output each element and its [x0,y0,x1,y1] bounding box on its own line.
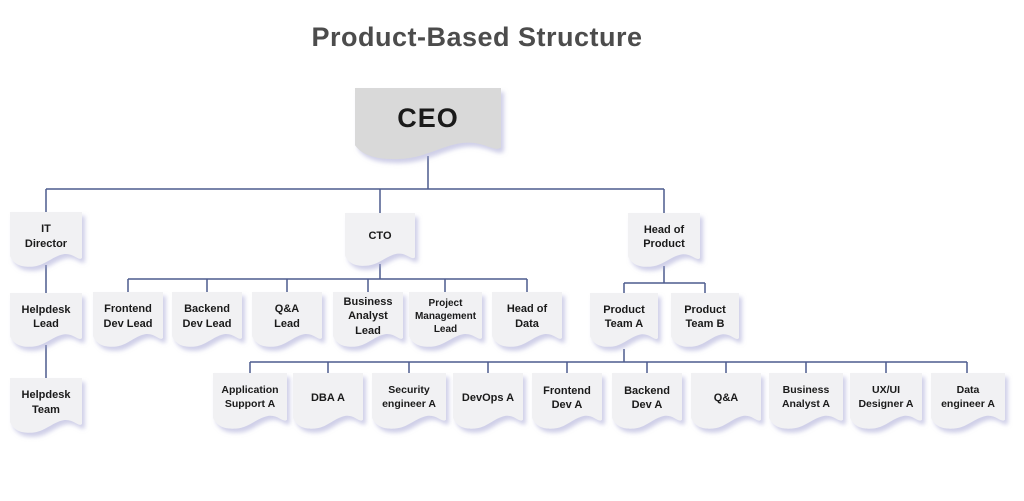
org-node-label: Business Analyst Lead [343,296,393,337]
wavy-box-shape [492,292,562,347]
org-node-product-team-a: Product Team A [590,293,658,349]
page-title: Product-Based Structure [311,22,643,52]
wavy-box-shape [532,373,602,429]
org-node-backend-dev-lead: Backend Dev Lead [172,292,242,349]
org-node-label: Application Support A [221,384,279,410]
wavy-box-shape [355,88,501,160]
org-node-label: Data engineer A [941,384,995,410]
org-node-label: UX/UI Designer A [858,384,914,410]
wavy-box-shape [372,373,446,429]
org-node-security-engineer-a: Security engineer A [372,373,446,431]
wavy-box-shape [345,213,415,266]
wavy-box-shape [10,378,82,433]
org-node-label: Helpdesk Lead [21,303,71,330]
org-node-label: Helpdesk Team [21,389,71,416]
wavy-box-shape [850,373,922,429]
wavy-box-shape [93,292,163,347]
wavy-box-shape [590,293,658,347]
org-node-project-management-lead: Project Management Lead [409,292,482,349]
wavy-box-shape [409,292,482,347]
org-node-data-engineer-a: Data engineer A [931,373,1005,431]
wavy-box-shape [213,373,287,429]
org-node-devops-a: DevOps A [453,373,523,431]
wavy-box-shape [612,373,682,429]
org-node-business-analyst-a: Business Analyst A [769,373,843,431]
org-node-uxui-designer-a: UX/UI Designer A [850,373,922,431]
org-node-dba-a: DBA A [293,373,363,431]
wavy-box-shape [10,212,82,267]
wavy-box-shape [628,213,700,267]
org-node-label: CEO [397,103,459,134]
org-node-label: Frontend Dev Lead [103,303,153,330]
org-node-frontend-dev-lead: Frontend Dev Lead [93,292,163,349]
wavy-box-shape [172,292,242,347]
wavy-box-shape [691,373,761,429]
org-node-head-of-product: Head of Product [628,213,700,269]
org-node-label: DBA A [310,391,345,404]
org-node-label: Product Team B [684,303,726,330]
org-node-head-of-data: Head of Data [492,292,562,349]
org-node-qa-a: Q&A [691,373,761,431]
org-node-product-team-b: Product Team B [671,293,739,349]
org-node-label: DevOps A [461,391,515,404]
org-node-qa-lead: Q&A Lead [252,292,322,349]
org-node-backend-dev-a: Backend Dev A [612,373,682,431]
org-node-label: Q&A Lead [274,303,300,330]
org-node-label: Head of Product [643,223,685,250]
wavy-box-shape [293,373,363,429]
org-node-frontend-dev-a: Frontend Dev A [532,373,602,431]
org-node-cto: CTO [345,213,415,268]
org-node-label: CTO [368,230,392,243]
org-node-business-analyst-lead: Business Analyst Lead [333,292,403,349]
wavy-box-shape [252,292,322,347]
org-node-label: Backend Dev Lead [182,303,232,330]
org-node-label: Head of Data [506,303,548,330]
wavy-box-shape [769,373,843,429]
org-node-label: Project Management Lead [414,298,477,335]
wavy-box-shape [333,292,403,347]
org-node-application-support-a: Application Support A [213,373,287,431]
org-node-label: Frontend Dev A [543,384,591,411]
wavy-box-shape [10,293,82,347]
org-node-it-director: IT Director [10,212,82,269]
org-node-label: Backend Dev A [624,384,670,411]
org-node-helpdesk-lead: Helpdesk Lead [10,293,82,349]
org-node-label: Product Team A [603,303,645,330]
org-node-label: Security engineer A [382,384,436,410]
org-node-label: Q&A [713,391,739,404]
wavy-box-shape [671,293,739,347]
org-node-label: IT Director [24,223,68,250]
wavy-box-shape [931,373,1005,429]
wavy-box-shape [453,373,523,429]
org-node-ceo: CEO [355,88,501,162]
org-node-label: Business Analyst A [781,384,831,410]
org-node-helpdesk-team: Helpdesk Team [10,378,82,435]
